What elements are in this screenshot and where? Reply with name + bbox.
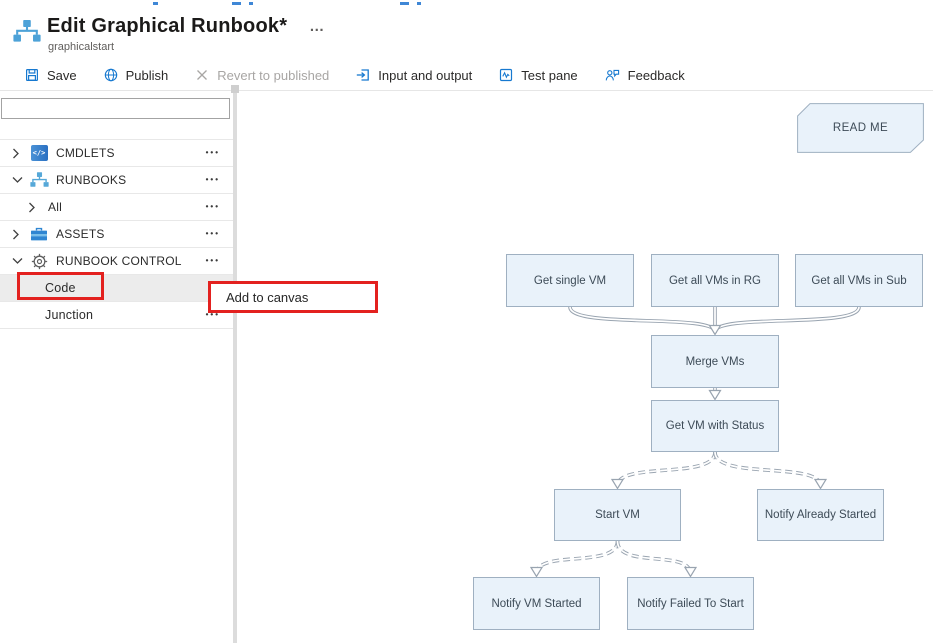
sidebar-splitter[interactable]	[231, 85, 239, 643]
x-icon	[197, 70, 208, 80]
graphical-runbook-icon	[13, 20, 41, 42]
page-title: Edit Graphical Runbook*	[47, 15, 288, 37]
input-output-icon	[357, 69, 370, 81]
sidebar-item-assets[interactable]: ASSETS •••	[0, 221, 233, 248]
sidebar-item-all[interactable]: All •••	[0, 194, 233, 221]
command-bar: Save Publish Revert to published Input a…	[0, 60, 933, 91]
sidebar-item-cmdlets[interactable]: </> CMDLETS •••	[0, 140, 233, 167]
activity-node-notify-vm-started[interactable]: Notify VM Started	[473, 577, 600, 630]
chevron-right-icon[interactable]	[12, 229, 26, 240]
cmdlets-icon: </>	[30, 145, 48, 161]
activity-node-notify-already-started[interactable]: Notify Already Started	[757, 489, 884, 541]
runbook-name: graphicalstart	[48, 41, 115, 53]
publish-button[interactable]: Publish	[103, 67, 168, 83]
activity-node-get-vm-with-status[interactable]: Get VM with Status	[651, 400, 779, 452]
row-more-button[interactable]: •••	[205, 255, 220, 265]
library-search-input[interactable]	[1, 98, 230, 119]
readme-note[interactable]: READ ME	[797, 103, 924, 153]
gear-icon	[31, 253, 47, 269]
test-pane-icon	[500, 68, 513, 82]
menu-item-add-to-canvas[interactable]: Add to canvas	[226, 289, 309, 305]
splitter-handle[interactable]	[231, 85, 239, 93]
activity-node-start-vm[interactable]: Start VM	[554, 489, 681, 541]
input-and-output-button[interactable]: Input and output	[355, 67, 472, 83]
sidebar-item-runbook-control[interactable]: RUNBOOK CONTROL •••	[0, 248, 233, 275]
activity-node-merge-vms[interactable]: Merge VMs	[651, 335, 779, 388]
row-more-button[interactable]: •••	[205, 228, 220, 238]
feedback-button[interactable]: Feedback	[604, 67, 685, 83]
row-more-button[interactable]: •••	[205, 174, 220, 184]
more-options-button[interactable]: …	[309, 18, 325, 35]
sidebar-item-runbooks[interactable]: RUNBOOKS •••	[0, 167, 233, 194]
activity-node-get-single-vm[interactable]: Get single VM	[506, 254, 634, 307]
chevron-down-icon[interactable]	[12, 257, 26, 265]
activity-node-get-all-vms-in-sub[interactable]: Get all VMs in Sub	[795, 254, 923, 307]
test-pane-button[interactable]: Test pane	[498, 67, 578, 83]
globe-icon	[104, 68, 117, 82]
runbooks-icon	[29, 172, 49, 187]
chevron-right-icon[interactable]	[28, 202, 42, 213]
sidebar-item-junction[interactable]: Junction •••	[0, 302, 233, 329]
chevron-right-icon[interactable]	[12, 148, 26, 159]
row-more-button[interactable]: •••	[205, 147, 220, 157]
activity-node-get-all-vms-in-rg[interactable]: Get all VMs in RG	[651, 254, 779, 307]
activity-node-notify-failed-to-start[interactable]: Notify Failed To Start	[627, 577, 754, 630]
revert-to-published-button: Revert to published	[194, 67, 329, 83]
save-icon	[25, 68, 39, 82]
row-more-button[interactable]: •••	[205, 309, 220, 319]
context-menu: Add to canvas	[208, 281, 378, 313]
toolbox-icon	[31, 227, 47, 240]
save-button[interactable]: Save	[24, 67, 77, 83]
sidebar-item-code[interactable]: Code	[0, 275, 233, 302]
page-header: Edit Graphical Runbook* … graphicalstart	[0, 10, 933, 60]
row-more-button[interactable]: •••	[205, 201, 220, 211]
library-tree: </> CMDLETS ••• RUNBOOKS •••	[0, 139, 233, 329]
chevron-down-icon[interactable]	[12, 176, 26, 184]
feedback-icon	[605, 69, 619, 81]
